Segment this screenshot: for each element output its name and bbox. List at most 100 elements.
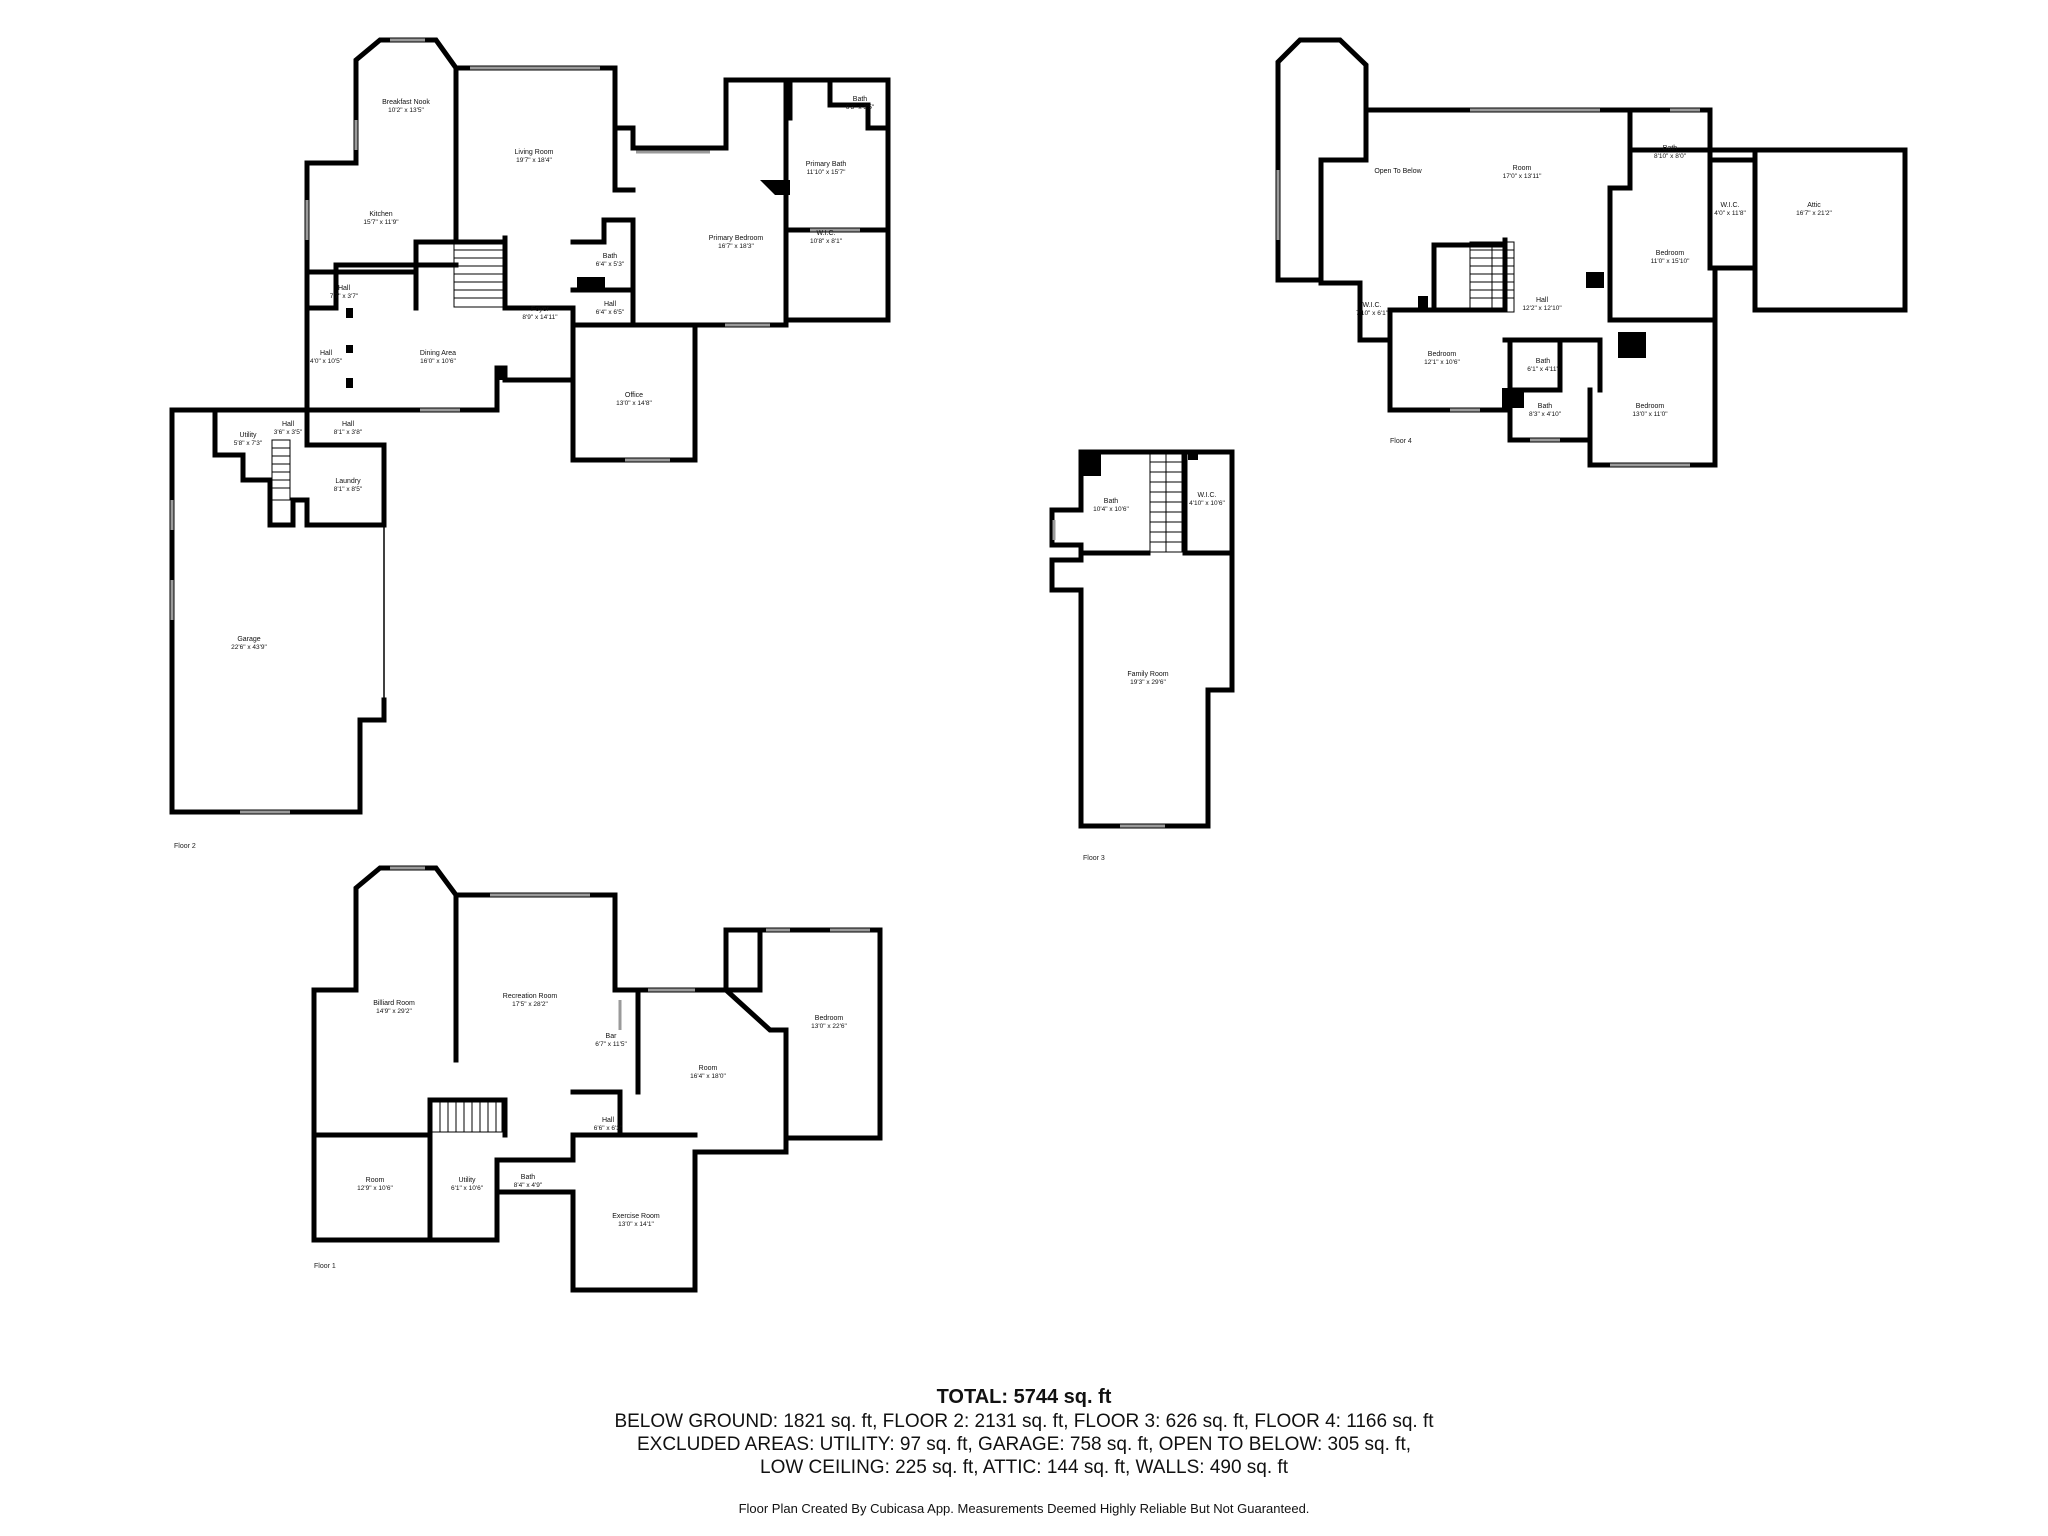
floor-2-interior-wall: [304, 407, 387, 448]
floor-4-outer-wall: [1275, 37, 1369, 283]
room-dimensions: 11'10" x 15'7": [807, 169, 846, 176]
room-dimensions: 13'0" x 11'0": [1632, 411, 1668, 418]
room-name: W.I.C.: [816, 230, 835, 237]
room-name: Bath: [521, 1174, 536, 1181]
room-name: Attic: [1807, 202, 1821, 209]
floor-4-stairs: [1469, 241, 1515, 313]
fixture-block: [1586, 272, 1604, 288]
room-name: Hall: [320, 350, 333, 357]
fixture-block: [577, 277, 605, 289]
room-dimensions: 14'9" x 29'2": [376, 1008, 412, 1015]
room-dimensions: 6'1" x 10'6": [451, 1185, 484, 1192]
room-dimensions: 8'9" x 14'11": [522, 314, 558, 321]
room-name: Utility: [239, 432, 257, 439]
room-dimensions: 4'0" x 11'8": [1714, 210, 1746, 217]
room-dimensions: 7'10" x 6'1": [1356, 310, 1389, 317]
floor-3-plan: Floor 3: [1049, 449, 1235, 862]
room-name: Room: [1513, 165, 1532, 172]
room-name: Garage: [237, 636, 260, 643]
room-dimensions: 13'0" x 14'1": [618, 1221, 654, 1228]
room-dimensions: 3'6" x 3'5": [274, 429, 303, 436]
room-dimensions: 16'7" x 21'2": [1796, 210, 1832, 217]
room-dimensions: 15'7" x 11'9": [363, 219, 399, 226]
room-name: Bar: [606, 1033, 618, 1040]
room-name: Bath: [853, 96, 868, 103]
room-dimensions: 8'4" x 4'9": [514, 1182, 543, 1189]
room-name: Open To Below: [1374, 168, 1422, 175]
room-name: Bath: [1536, 358, 1551, 365]
room-dimensions: 22'6" x 43'9": [231, 644, 267, 651]
floor-2-label: Floor 2: [174, 843, 196, 850]
fixture-block: [1081, 452, 1101, 476]
room-name: Hall: [604, 301, 617, 308]
room-name: Bedroom: [1428, 351, 1457, 358]
room-dimensions: 13'0" x 14'8": [616, 400, 652, 407]
room-name: Laundry: [335, 478, 361, 485]
floor-4-plan: Floor 4: [1275, 37, 1908, 468]
fixture-block: [1188, 452, 1198, 460]
room-dimensions: 6'3" x 3'5": [846, 104, 875, 111]
room-dimensions: 4'10" x 10'6": [1189, 500, 1225, 507]
fireplace-wall: [612, 125, 636, 193]
floor-4-label: Floor 4: [1390, 438, 1412, 445]
fixture-block: [1418, 296, 1428, 308]
room-dimensions: 6'1" x 4'11": [1527, 366, 1559, 373]
utility-laundry-wall: [212, 407, 387, 528]
window: [1052, 520, 1165, 828]
room-dimensions: 6'6" x 6'3": [594, 1125, 623, 1132]
floor-2-plan: Floor 2: [169, 37, 891, 850]
room-dimensions: 12'9" x 10'6": [357, 1185, 393, 1192]
room-dimensions: 5'8" x 7'3": [234, 440, 263, 447]
fixture-block: [1502, 388, 1524, 408]
room-name: Bedroom: [815, 1015, 844, 1022]
floor-1-stairs: [431, 1099, 503, 1133]
room-dimensions: 10'2" x 13'5": [388, 107, 424, 114]
room-name: Dining Area: [420, 350, 456, 357]
floor-3-bath-wall: [1078, 449, 1235, 556]
room-dimensions: 8'10" x 8'0": [1654, 153, 1687, 160]
foyer-stair-wall: [413, 239, 459, 311]
excluded-areas-continued: LOW CEILING: 225 sq. ft, ATTIC: 144 sq. …: [760, 1457, 1288, 1478]
column: [346, 378, 353, 388]
floor-1-bedroom-wall: [723, 927, 789, 1141]
room-name: Billiard Room: [373, 1000, 415, 1007]
floor-2-utility-stairs: [271, 439, 291, 501]
room-dimensions: 13'0" x 22'6": [811, 1023, 847, 1030]
credit-note: Floor Plan Created By Cubicasa App. Meas…: [738, 1501, 1310, 1516]
room-dimensions: 11'0" x 15'10": [1651, 258, 1690, 265]
floor-areas: BELOW GROUND: 1821 sq. ft, FLOOR 2: 2131…: [614, 1411, 1434, 1432]
room-dimensions: 17'5" x 28'2": [512, 1001, 548, 1008]
window: [390, 866, 870, 1030]
room-dimensions: 16'4" x 18'0": [690, 1073, 726, 1080]
room-name: Hall: [282, 421, 295, 428]
total-area: TOTAL: 5744 sq. ft: [936, 1386, 1112, 1408]
room-dimensions: 16'0" x 10'6": [420, 358, 456, 365]
room-name: Bath: [1663, 145, 1678, 152]
room-dimensions: 12'2" x 12'10": [1522, 305, 1562, 312]
room-dimensions: 8'3" x 4'10": [1529, 411, 1562, 418]
room-dimensions: 16'7" x 18'3": [718, 243, 754, 250]
room-name: Hall: [342, 421, 355, 428]
room-dimensions: 8'1" x 3'8": [334, 429, 363, 436]
area-summary: TOTAL: 5744 sq. ft BELOW GROUND: 1821 sq…: [0, 1384, 2048, 1516]
room-name: Foyer: [531, 306, 550, 313]
fireplace-block: [760, 180, 790, 195]
floor-3-outer-wall: [1049, 449, 1235, 829]
room-dimensions: 4'0" x 10'5": [310, 358, 343, 365]
room-name: Kitchen: [369, 211, 392, 218]
room-name: Exercise Room: [612, 1213, 660, 1220]
room-dimensions: 6'4" x 6'5": [596, 309, 625, 316]
room-dimensions: 10'8" x 8'1": [810, 238, 843, 245]
room-name: Bath: [1104, 498, 1119, 505]
room-name: Room: [366, 1177, 385, 1184]
room-dimensions: 6'4" x 5'3": [596, 261, 625, 268]
floor-1-interior-wall: [311, 892, 698, 1243]
room-name: Primary Bedroom: [709, 235, 764, 242]
room-name: Bedroom: [1656, 250, 1685, 257]
window: [170, 38, 860, 814]
floor-3-label: Floor 3: [1083, 855, 1105, 862]
room-name: Bath: [603, 253, 618, 260]
floor-4-main-wall: [1318, 107, 1908, 468]
